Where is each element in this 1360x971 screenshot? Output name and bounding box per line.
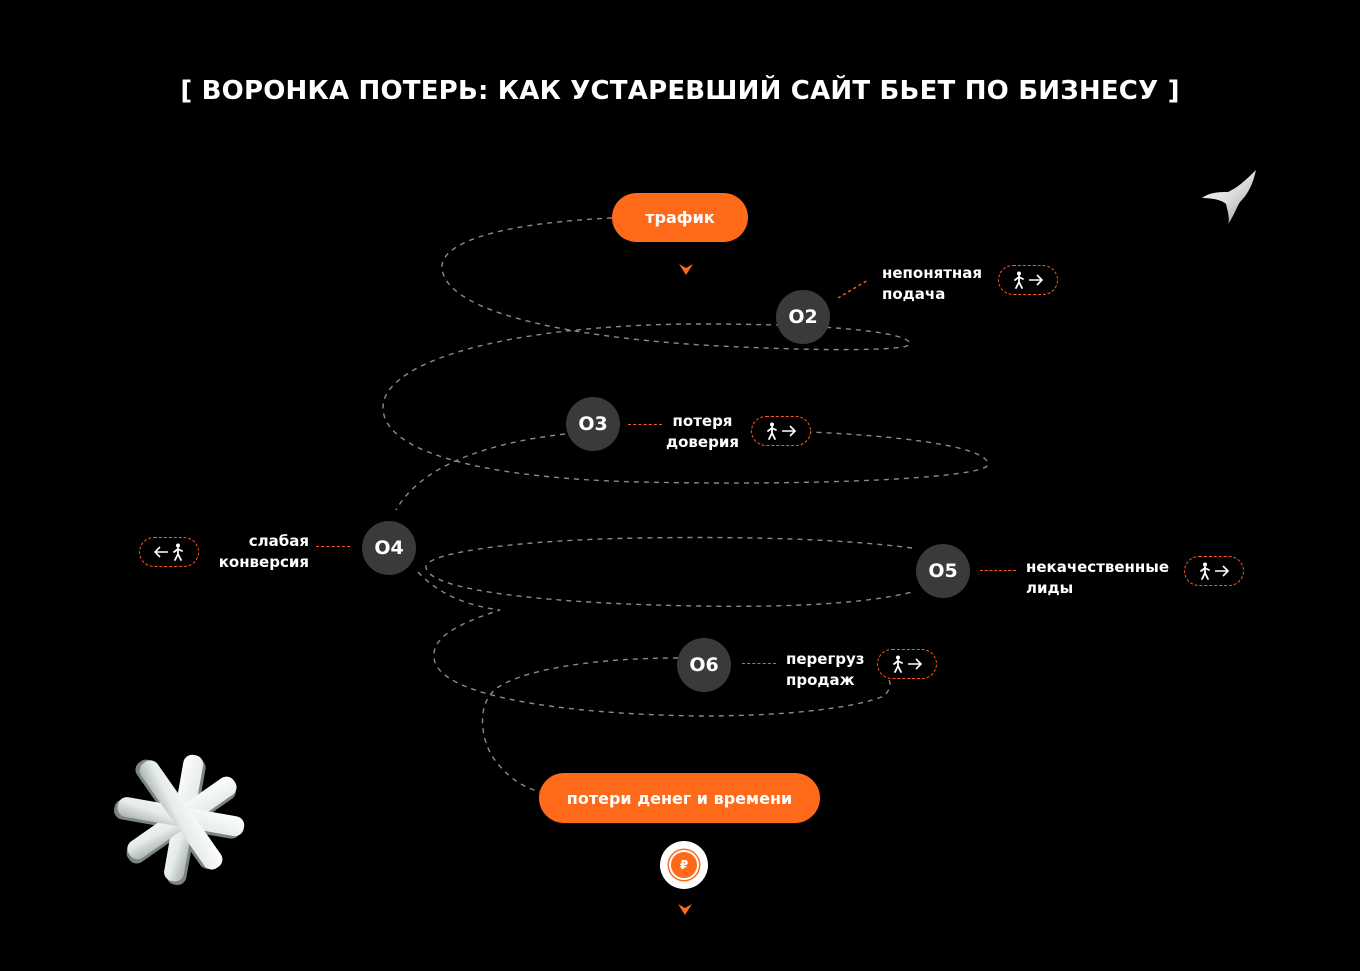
stage-label-line: доверия xyxy=(666,433,739,451)
end-label: потери денег и времени xyxy=(566,788,793,808)
stage-label-line: лиды xyxy=(1026,579,1074,597)
exit-badge-04 xyxy=(139,537,199,567)
walking-person-icon xyxy=(173,543,183,561)
stage-node-02: О2 xyxy=(776,290,830,344)
stage-connector xyxy=(628,424,662,425)
stage-label-line: потеря xyxy=(672,412,733,430)
arrow-right-icon xyxy=(1215,565,1230,577)
stage-label-line: слабая xyxy=(248,532,309,550)
arrow-right-icon xyxy=(782,425,797,437)
stage-label-04: слабая конверсия xyxy=(216,531,309,573)
end-pill: потери денег и времени xyxy=(539,773,820,823)
stage-label-line: продаж xyxy=(786,671,855,689)
stage-label-02: непонятная подача xyxy=(882,263,982,305)
stage-label-line: некачественные xyxy=(1026,558,1170,576)
stage-connector xyxy=(316,546,350,547)
stage-label-05: некачественные лиды xyxy=(1026,557,1169,599)
exit-badge-06 xyxy=(877,649,937,679)
stage-number: О4 xyxy=(374,537,404,559)
stage-label-line: подача xyxy=(882,285,946,303)
stage-label-line: перегруз xyxy=(786,650,865,668)
stage-number: О3 xyxy=(578,413,608,435)
arrow-right-icon xyxy=(1029,274,1044,286)
asterisk-3d-icon xyxy=(114,754,245,885)
walking-person-icon xyxy=(1014,271,1024,289)
walking-person-icon xyxy=(893,655,903,673)
stage-label-06: перегруз продаж xyxy=(786,649,865,691)
stage-label-line: конверсия xyxy=(218,553,309,571)
stage-node-03: О3 xyxy=(566,397,620,451)
stage-connector xyxy=(980,570,1016,571)
page-title: [ ВОРОНКА ПОТЕРЬ: КАК УСТАРЕВШИЙ САЙТ БЬ… xyxy=(180,76,1180,106)
ruble-coin-icon: ₽ xyxy=(660,841,708,889)
chevron-down-icon xyxy=(678,904,692,915)
exit-badge-03 xyxy=(751,416,811,446)
arrow-left-icon xyxy=(153,546,168,558)
walking-person-icon xyxy=(767,422,777,440)
stage-node-05: О5 xyxy=(916,544,970,598)
stage-label-03: потеря доверия xyxy=(666,411,739,453)
start-label: трафик xyxy=(645,208,715,227)
exit-badge-05 xyxy=(1184,556,1244,586)
stage-number: О5 xyxy=(928,560,958,582)
ruble-glyph: ₽ xyxy=(669,850,699,880)
stage-connector xyxy=(742,663,776,664)
stage-node-06: О6 xyxy=(677,638,731,692)
stage-number: О2 xyxy=(788,306,818,328)
stage-label-line: непонятная xyxy=(882,264,983,282)
walking-person-icon xyxy=(1200,562,1210,580)
exit-badge-02 xyxy=(998,265,1058,295)
four-point-star-icon xyxy=(1202,170,1256,224)
chevron-down-icon xyxy=(679,264,693,275)
stage-connector xyxy=(837,279,869,299)
stage-number: О6 xyxy=(689,654,719,676)
stage-node-04: О4 xyxy=(362,521,416,575)
start-pill: трафик xyxy=(612,193,748,242)
arrow-right-icon xyxy=(908,658,923,670)
